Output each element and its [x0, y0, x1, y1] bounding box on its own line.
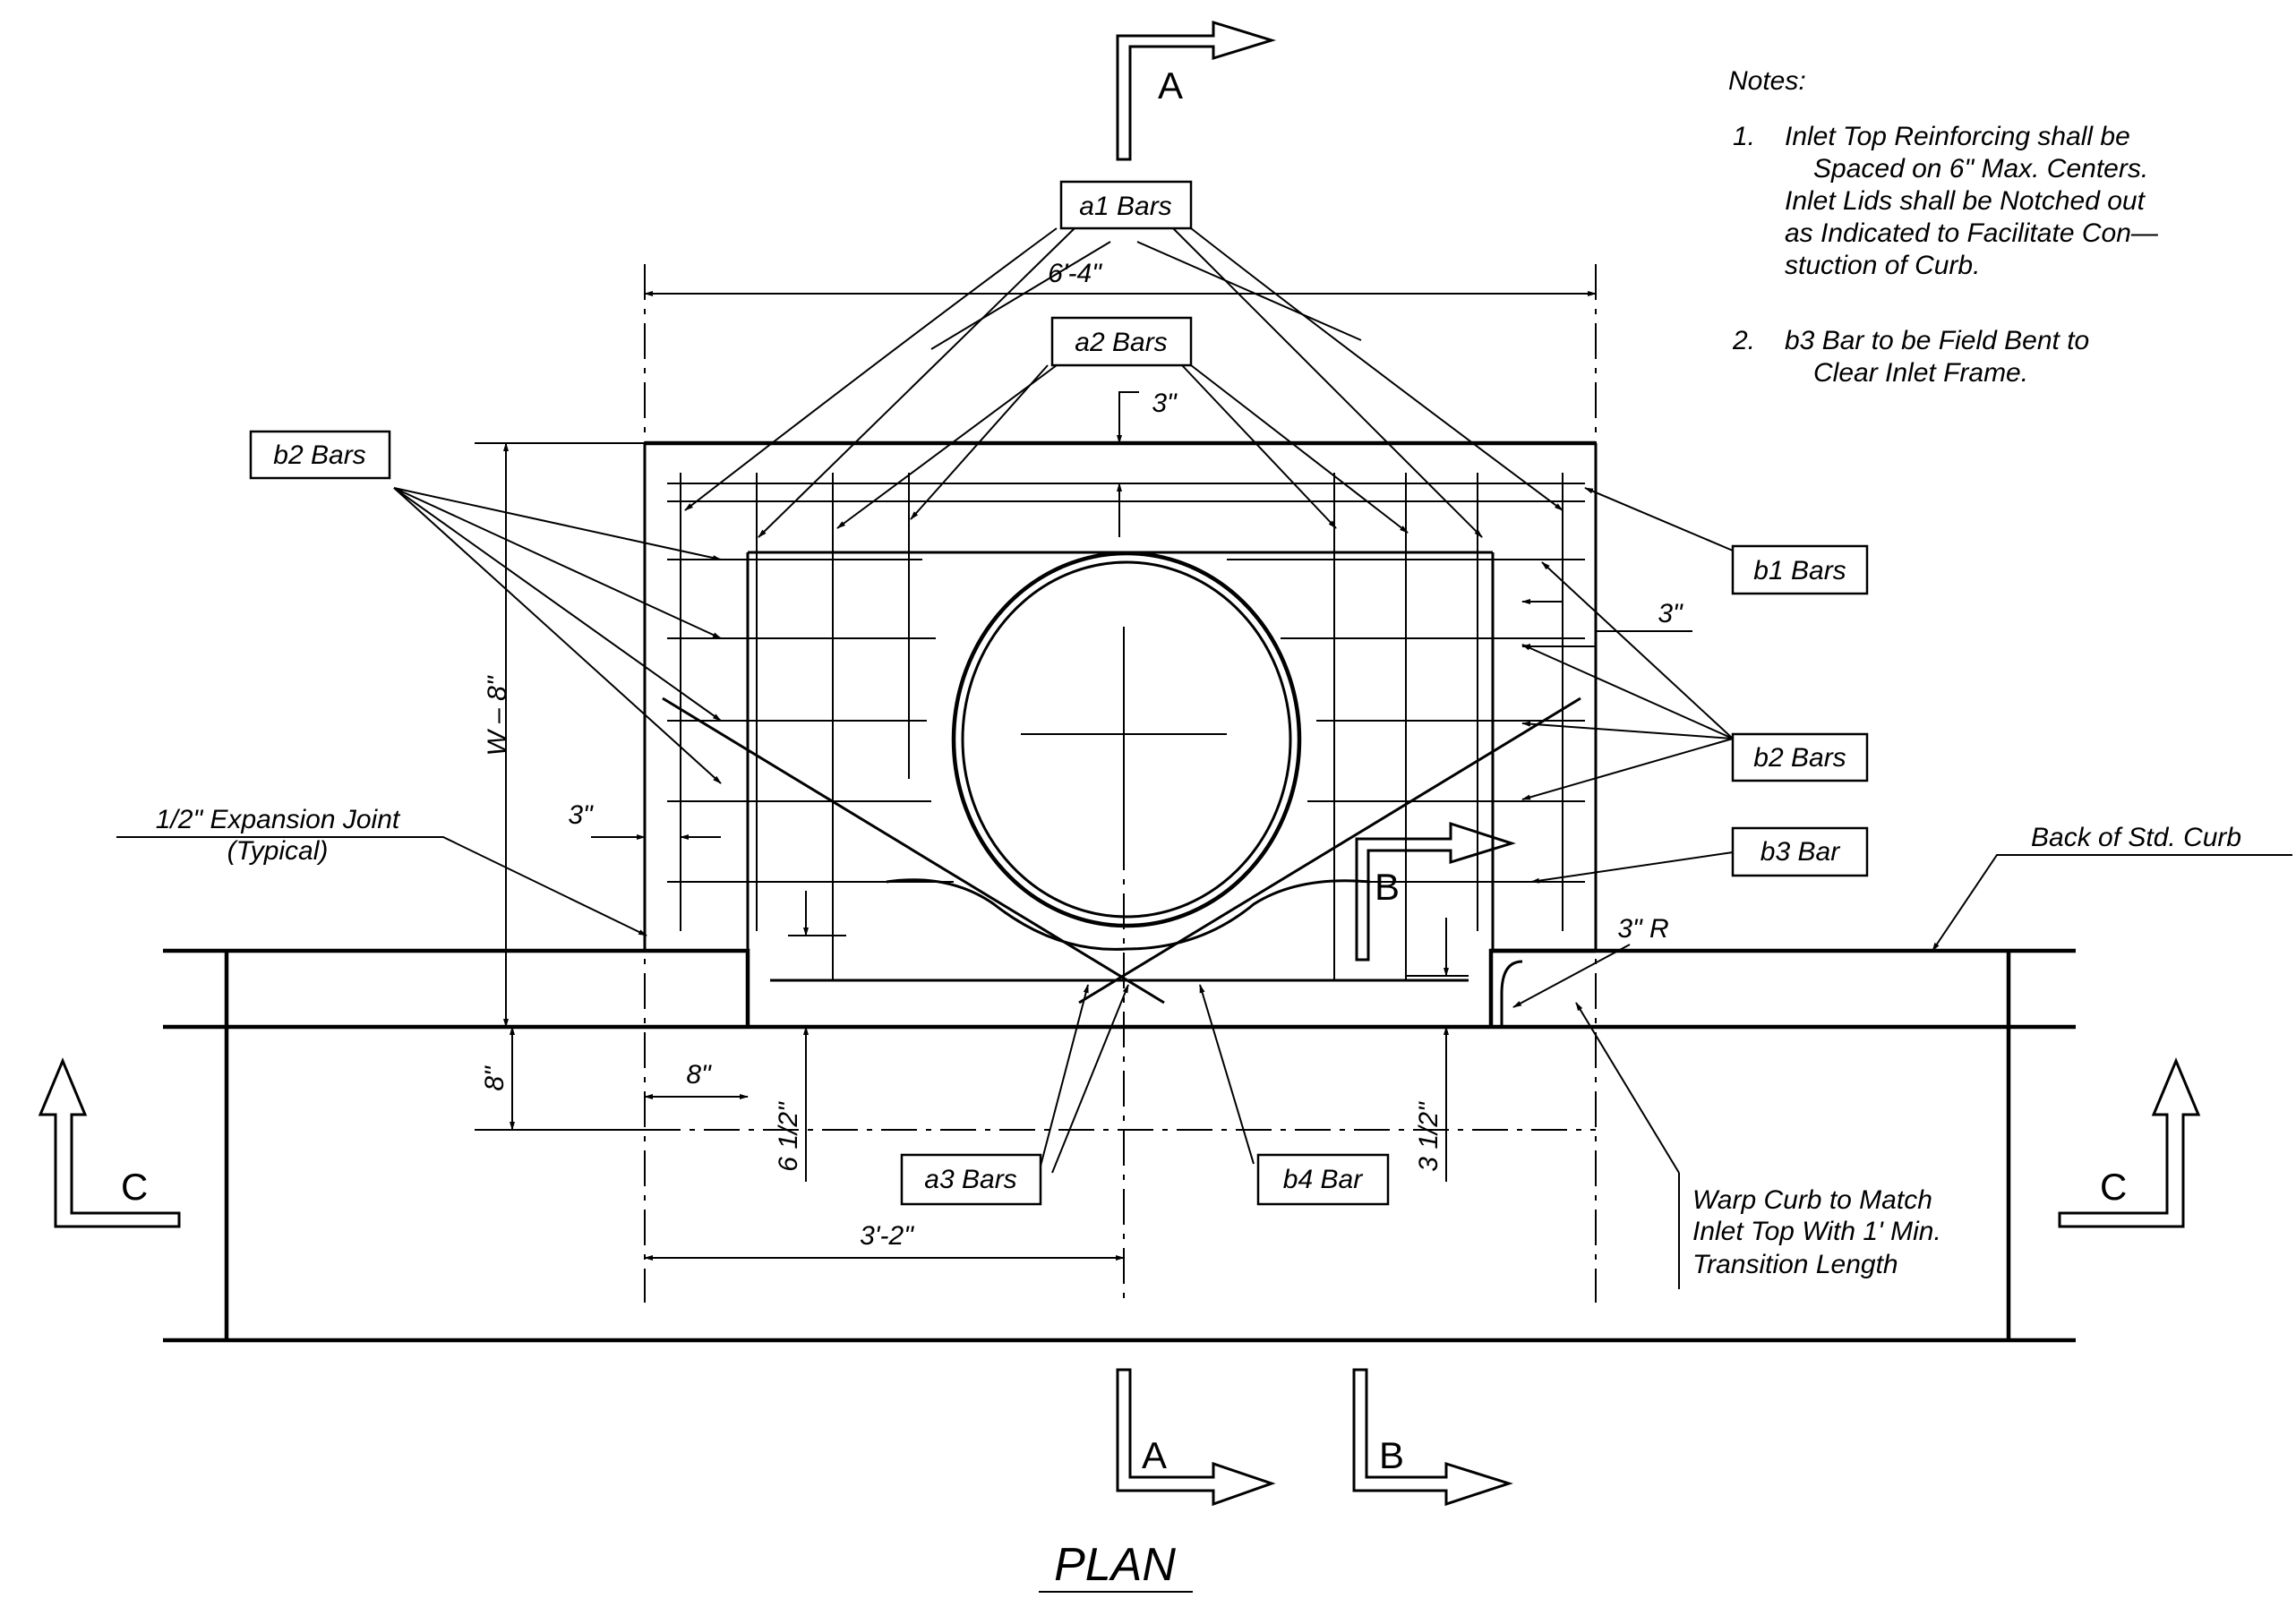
dim-cover-top: 3": [1152, 389, 1178, 418]
svg-text:A: A: [1142, 1434, 1167, 1476]
svg-text:Transition Length: Transition Length: [1692, 1250, 1898, 1279]
section-a-top: A: [1116, 20, 1277, 161]
dim-radius: 3" R: [1617, 914, 1668, 944]
label-a1-bars: a1 Bars: [1059, 180, 1193, 230]
svg-text:A: A: [1158, 64, 1183, 107]
label-b4-bar: b4 Bar: [1256, 1153, 1390, 1206]
dim-three-half: 3 1/2": [1414, 1101, 1444, 1172]
svg-text:b4 Bar: b4 Bar: [1283, 1165, 1363, 1194]
note-2-number: 2.: [1732, 326, 1755, 355]
svg-text:a1 Bars: a1 Bars: [1079, 192, 1171, 221]
dim-bottom: 8": [480, 1065, 510, 1091]
label-a2-bars: a2 Bars: [1050, 316, 1193, 367]
dimension-lines: [475, 291, 1692, 1261]
svg-text:C: C: [2100, 1166, 2127, 1208]
note-2-line-2: Clear Inlet Frame.: [1813, 358, 2028, 388]
note-1-line-1: Inlet Top Reinforcing shall be: [1785, 122, 2130, 151]
plan-title: PLAN: [1039, 1539, 1193, 1593]
svg-text:Warp Curb to Match: Warp Curb to Match: [1692, 1185, 1932, 1215]
section-a-bottom: A: [1116, 1368, 1276, 1507]
svg-text:b3 Bar: b3 Bar: [1761, 837, 1840, 867]
section-b-mid: B: [1355, 821, 1516, 962]
svg-text:a3 Bars: a3 Bars: [924, 1165, 1016, 1194]
dim-height: W – 8": [483, 675, 512, 756]
svg-text:B: B: [1379, 1434, 1404, 1476]
notes-block: Notes: 1. Inlet Top Reinforcing shall be…: [1728, 66, 2159, 388]
expansion-joint-label: 1/2" Expansion Joint: [156, 805, 401, 834]
note-2-line-1: b3 Bar to be Field Bent to: [1785, 326, 2089, 355]
svg-text:PLAN: PLAN: [1054, 1539, 1176, 1591]
section-b-bottom: B: [1352, 1368, 1513, 1507]
dim-cover-left: 3": [568, 800, 594, 830]
warp-curb-callout: Warp Curb to Match Inlet Top With 1' Min…: [1678, 1173, 1941, 1289]
label-b2-bars-left: b2 Bars: [249, 430, 391, 480]
svg-text:Inlet Top With 1' Min.: Inlet Top With 1' Min.: [1692, 1217, 1941, 1246]
svg-text:a2 Bars: a2 Bars: [1075, 328, 1167, 357]
note-1-line-4: as Indicated to Facilitate Con—: [1785, 218, 2159, 248]
note-1-line-2: Spaced on 6" Max. Centers.: [1813, 154, 2148, 184]
leader-lines: [116, 227, 2292, 1174]
dim-six-half: 6 1/2": [774, 1101, 803, 1172]
note-1-number: 1.: [1733, 122, 1755, 151]
expansion-joint-typical: (Typical): [227, 836, 329, 866]
dim-width-half: 3'-2": [860, 1221, 914, 1251]
label-b3-bar: b3 Bar: [1731, 826, 1869, 877]
svg-text:B: B: [1375, 866, 1400, 908]
back-of-curb-label: Back of Std. Curb: [2031, 823, 2241, 852]
svg-text:b2 Bars: b2 Bars: [273, 440, 365, 470]
section-c-right: C: [2058, 1057, 2201, 1228]
note-1-line-3: Inlet Lids shall be Notched out: [1785, 186, 2146, 216]
svg-text:b2 Bars: b2 Bars: [1753, 743, 1846, 773]
dim-left-8: 8": [686, 1060, 712, 1090]
label-b1-bars: b1 Bars: [1731, 544, 1869, 595]
inlet-circle: [886, 551, 1371, 951]
note-1-line-5: stuction of Curb.: [1785, 251, 1980, 280]
svg-text:C: C: [121, 1166, 148, 1208]
notes-heading: Notes:: [1728, 66, 1806, 96]
dim-cover-right: 3": [1658, 599, 1683, 628]
reinforcing-bars: [662, 473, 1585, 1004]
svg-text:b1 Bars: b1 Bars: [1753, 556, 1846, 586]
section-c-left: C: [38, 1057, 181, 1228]
label-a3-bars: a3 Bars: [900, 1153, 1042, 1206]
label-b2-bars-right: b2 Bars: [1731, 732, 1869, 782]
